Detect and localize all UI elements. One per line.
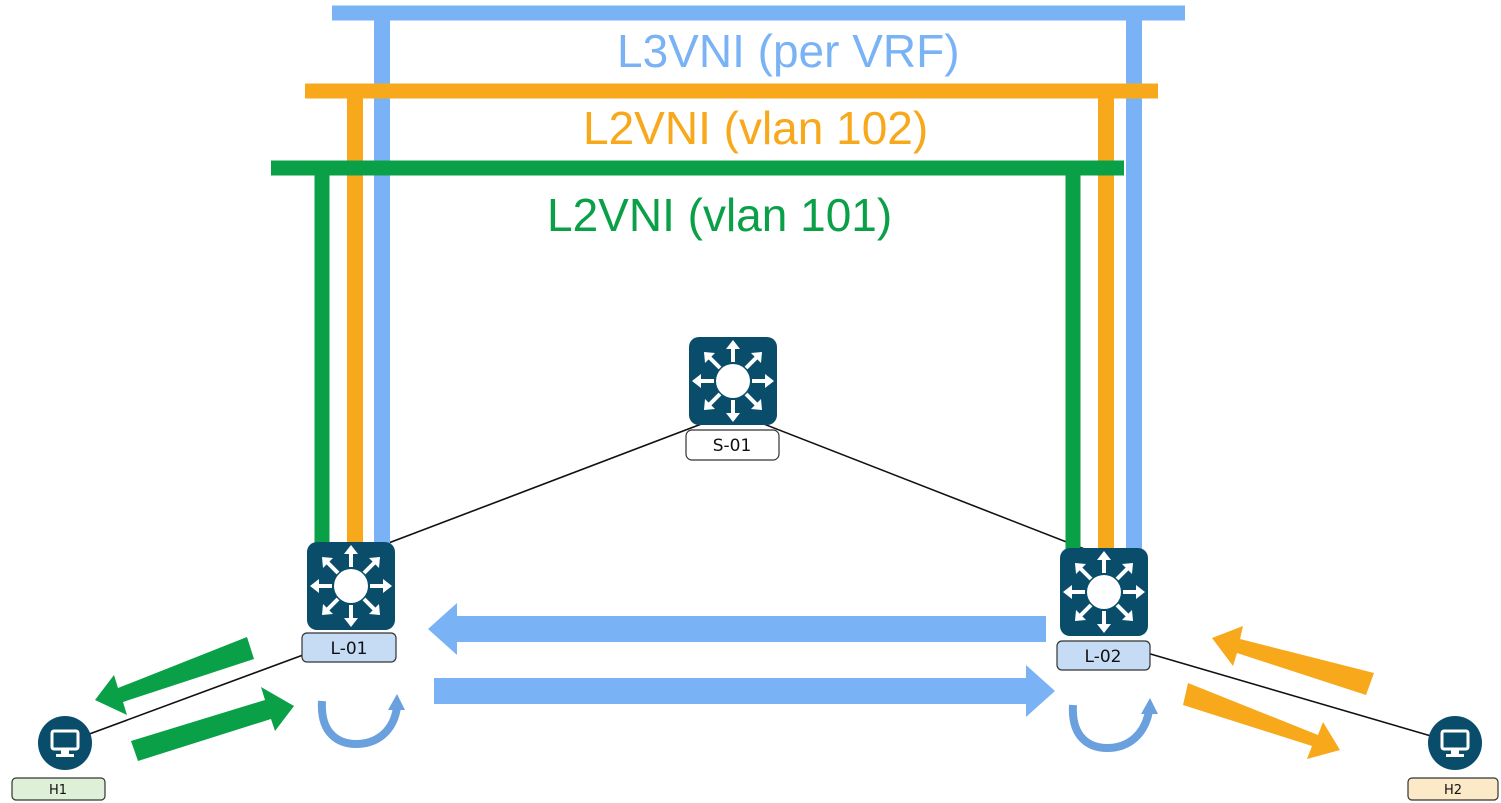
l3-flow-arrows xyxy=(428,603,1055,717)
monitor-icon xyxy=(38,716,92,770)
l3vni-label: L3VNI (per VRF) xyxy=(617,25,960,77)
arrow-to-h2 xyxy=(1183,683,1340,759)
h2-label: H2 xyxy=(1444,783,1462,798)
arrow-l2-to-l1 xyxy=(428,603,1046,655)
leaf2-switch xyxy=(1060,548,1148,636)
h2-flow-arrows xyxy=(1183,626,1374,759)
l2vni-101-tunnel xyxy=(271,160,1124,550)
leaf1-label: L-01 xyxy=(331,639,368,659)
link-spine-leaf2 xyxy=(732,411,1106,558)
l3vni-tunnel xyxy=(332,5,1185,550)
host-h2 xyxy=(1428,716,1482,770)
l2vni-102-label: L2VNI (vlan 102) xyxy=(583,102,928,154)
link-spine-leaf1 xyxy=(364,411,734,553)
leaf1-label-box xyxy=(301,632,397,663)
arrow-from-h1 xyxy=(131,687,294,761)
uturn-leaf1-icon xyxy=(317,694,405,749)
host-h1 xyxy=(38,716,92,770)
h2-label-box xyxy=(1407,777,1499,801)
link-leaf1-h1 xyxy=(64,647,323,744)
leaf2-label: L-02 xyxy=(1085,647,1122,667)
arrow-from-h2 xyxy=(1212,626,1374,695)
l2vni-102-tunnel xyxy=(305,83,1158,550)
l2vni-101-label: L2VNI (vlan 101) xyxy=(547,189,892,241)
spine-switch xyxy=(689,337,777,425)
physical-links xyxy=(64,411,1456,744)
h1-label-box xyxy=(11,777,106,801)
arrow-l1-to-l2 xyxy=(434,665,1055,717)
link-leaf2-h2 xyxy=(1129,647,1456,744)
spine-label: S-01 xyxy=(713,436,752,456)
h1-label: H1 xyxy=(49,783,67,798)
h1-flow-arrows xyxy=(95,637,294,761)
leaf2-label-box xyxy=(1056,640,1151,671)
arrow-to-h1 xyxy=(95,637,254,715)
monitor-icon xyxy=(1428,716,1482,770)
leaf1-switch xyxy=(307,542,395,630)
spine-label-box xyxy=(685,429,780,461)
uturn-leaf2-icon xyxy=(1068,698,1158,753)
